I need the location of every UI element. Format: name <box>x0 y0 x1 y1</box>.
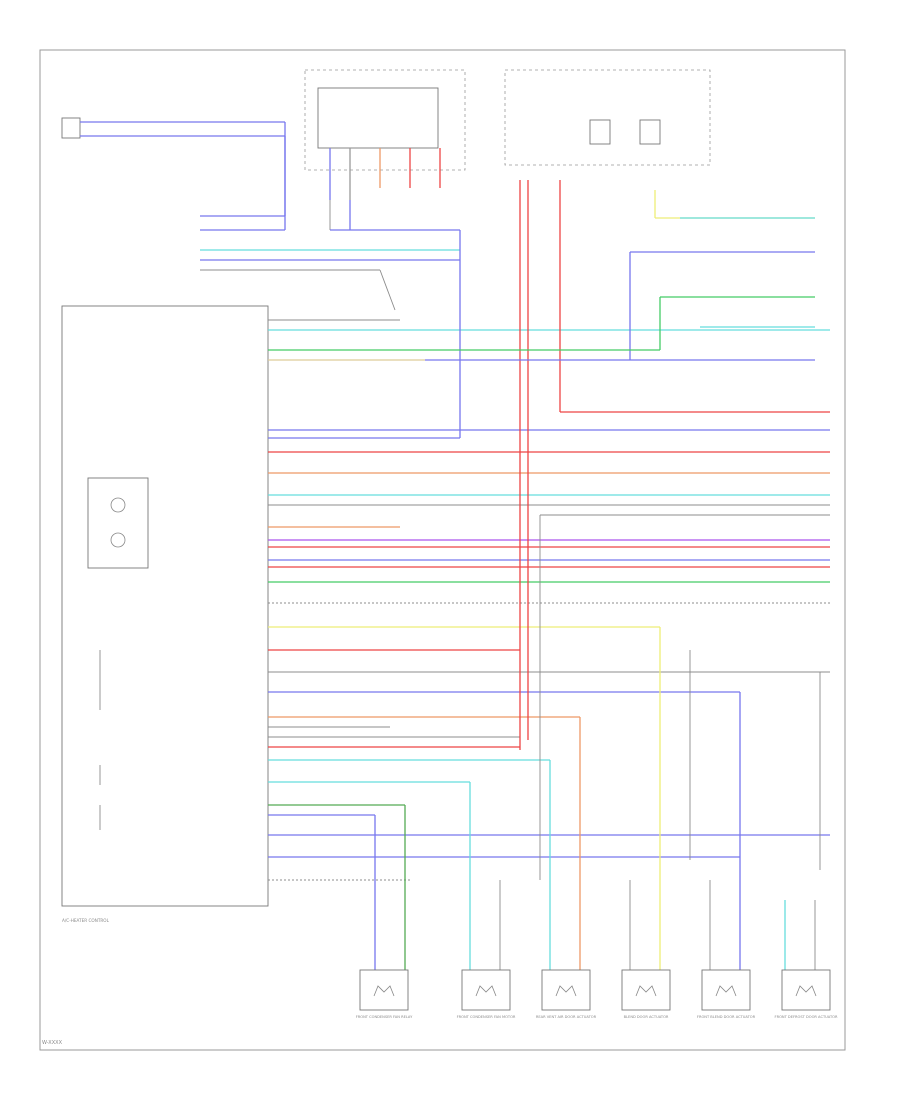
actuator-box-2 <box>461 969 511 1011</box>
actuator-label-4: BLEND DOOR ACTUATOR <box>624 1015 669 1019</box>
fuse-block-dashed-outline <box>304 69 466 171</box>
actuator-label-6: FRONT DEFROST DOOR ACTUATOR <box>775 1015 838 1019</box>
actuator-label-3: REAR VENT AIR DOOR ACTUATOR <box>536 1015 597 1019</box>
fuse-element <box>589 119 611 145</box>
footer-code: W-XXXX <box>42 1040 63 1046</box>
actuator-motor-icon <box>635 985 657 997</box>
illumination-block <box>87 477 149 569</box>
relay-element <box>639 119 661 145</box>
illumination-lamp-2 <box>110 532 126 548</box>
actuator-motor-icon <box>373 985 395 997</box>
actuator-label-2: FRONT CONDENSER FAN MOTOR <box>457 1015 516 1019</box>
actuator-motor-icon <box>555 985 577 997</box>
actuator-group: FRONT CONDENSER FAN RELAY FRONT CONDENSER… <box>356 969 838 1019</box>
actuator-label-5: FRONT BLEND DOOR ACTUATOR <box>697 1015 756 1019</box>
illumination-lamp-1 <box>110 497 126 513</box>
junction-block-dashed-outline <box>504 69 711 166</box>
ac-heater-control-module <box>61 305 269 907</box>
actuator-motor-icon <box>475 985 497 997</box>
actuator-motor-icon <box>795 985 817 997</box>
front-blower-motor-connector <box>61 117 81 139</box>
actuator-motor-icon <box>715 985 737 997</box>
wire-gray-diag <box>379 269 396 311</box>
diagram-frame <box>39 49 846 1051</box>
actuator-box-3 <box>541 969 591 1011</box>
actuator-box-4 <box>621 969 671 1011</box>
actuator-box-5 <box>701 969 751 1011</box>
blower-relay-box <box>317 87 439 149</box>
actuator-label-1: FRONT CONDENSER FAN RELAY <box>356 1015 413 1019</box>
module-label: A/C-HEATER CONTROL <box>62 918 110 923</box>
actuator-box-1 <box>359 969 409 1011</box>
actuator-box-6 <box>781 969 831 1011</box>
